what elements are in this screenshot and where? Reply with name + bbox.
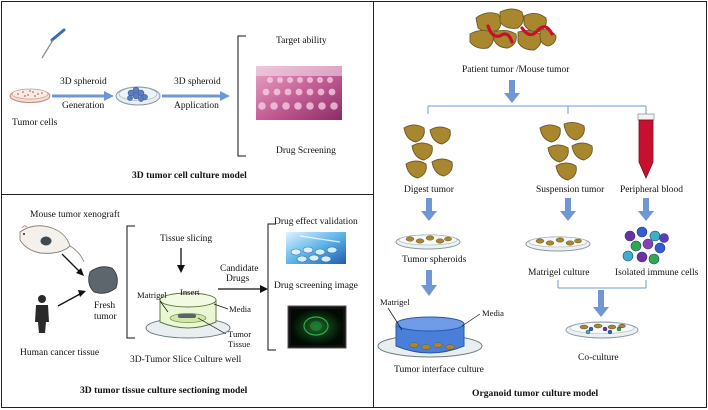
- matrigel-label-b: Matrigel: [137, 290, 167, 300]
- interface-culture-well-icon: [377, 316, 483, 358]
- matrigel-culture-label: Matrigel culture: [528, 268, 589, 278]
- peripheral-blood-label: Peripheral blood: [620, 185, 683, 195]
- bracket-b-left: [126, 225, 135, 339]
- panel-a-title: 3D tumor cell culture model: [132, 170, 247, 181]
- branch-lines: [427, 105, 647, 114]
- panel-c-border: [373, 1, 707, 408]
- digest-tumor-icon: [403, 124, 453, 179]
- well-label: 3D-Tumor Slice Culture well: [130, 355, 242, 365]
- screen-image: [287, 305, 347, 349]
- slicing-arrow: [177, 248, 185, 273]
- target-ability-label: Target ability: [276, 36, 327, 46]
- generation-label-line1: 3D spheroid: [60, 77, 107, 87]
- suspension-tumor-icon: [539, 121, 593, 181]
- tumor-spheroids-label: Tumor spheroids: [402, 255, 467, 265]
- tumor-cells-label: Tumor cells: [12, 118, 58, 128]
- tumor-cell-dish-icon: [9, 88, 51, 103]
- panel-b-title: 3D tumor tissue culture sectioning model: [80, 385, 248, 396]
- spheroid-generation-arrow: [52, 91, 114, 101]
- tumor-tissue-label-line2: Tissue: [228, 339, 250, 349]
- candidate-drugs-arrow: [218, 285, 268, 293]
- suspension-tumor-label: Suspension tumor: [536, 185, 605, 195]
- mouse-to-tumor-arrow: [61, 253, 84, 276]
- candidate-label-line1: Candidate: [220, 264, 259, 274]
- spheroid-dish-icon: [115, 86, 161, 106]
- suspension-down-arrow: [560, 198, 576, 221]
- generation-label-line2: Generation: [62, 101, 104, 111]
- tissue-slicing-label: Tissue slicing: [160, 234, 212, 244]
- panel-a: Tumor cells 3D spheroid Generation 3D sp…: [9, 28, 342, 181]
- drug-screening-label: Drug Screening: [276, 146, 336, 156]
- coculture-down-arrow: [593, 290, 609, 317]
- digest-down-arrow: [421, 198, 437, 221]
- bracket-a: [237, 35, 246, 157]
- panel-c: Patient tumor /Mouse tumor Digest tumor: [377, 8, 699, 399]
- panel-c-title: Organoid tumor culture model: [472, 388, 599, 399]
- patient-down-arrow: [504, 80, 520, 103]
- insert-label: Insert: [180, 287, 200, 297]
- fresh-label-line1: Fresh: [94, 301, 115, 311]
- matrigel-culture-dish-icon: [525, 236, 591, 252]
- blood-down-arrow: [638, 198, 654, 221]
- matrigel-pointer-b: [159, 300, 169, 313]
- media-pointer-b: [213, 303, 229, 310]
- patient-tumor-label: Patient tumor /Mouse tumor: [462, 65, 570, 75]
- patient-tumor-icon: [469, 8, 557, 51]
- human-to-tumor-arrow: [57, 290, 86, 307]
- spheroid-application-arrow: [162, 91, 230, 101]
- microplate-image: [256, 66, 342, 120]
- media-pointer-c: [461, 313, 481, 327]
- candidate-label-line2: Drugs: [226, 274, 250, 284]
- isolated-immune-label: Isolated immune cells: [615, 268, 699, 278]
- merge-lines: [557, 280, 647, 289]
- tumor-tissue-label-line1: Tumor: [228, 329, 251, 339]
- media-label-c: Media: [482, 308, 504, 318]
- coculture-dish-icon: [565, 321, 639, 339]
- matrigel-pointer-c: [387, 307, 403, 331]
- spheroids-down-arrow: [421, 270, 437, 296]
- blood-tube-icon: [637, 113, 655, 179]
- fresh-label-line2: tumor: [94, 312, 118, 322]
- application-label-line1: 3D spheroid: [174, 77, 221, 87]
- co-culture-label: Co-culture: [578, 353, 619, 363]
- tissue-pointer-b: [197, 317, 227, 335]
- immune-cells-icon: [622, 226, 669, 265]
- fresh-tumor-icon: [88, 266, 118, 294]
- interface-culture-label: Tumor interface culture: [394, 364, 484, 375]
- human-tissue-label: Human cancer tissue: [20, 348, 99, 358]
- application-label-line2: Application: [174, 101, 219, 111]
- matrigel-label-c: Matrigel: [380, 297, 410, 307]
- panel-b: Mouse tumor xenograft Fresh tumor Human …: [19, 209, 358, 396]
- mouse-xenograft-label: Mouse tumor xenograft: [30, 209, 120, 220]
- media-label-b: Media: [229, 304, 251, 314]
- drug-image-label: Drug screening image: [274, 281, 358, 291]
- digest-tumor-label: Digest tumor: [404, 185, 455, 195]
- mouse-icon: [19, 225, 85, 263]
- pipette-icon: [41, 28, 66, 59]
- human-icon: [35, 295, 49, 333]
- vials-image: [286, 232, 346, 264]
- bracket-b-right: [267, 223, 276, 351]
- drug-effect-label: Drug effect validation: [274, 216, 358, 227]
- tumor-spheroids-dish-icon: [395, 234, 461, 250]
- culture-well-icon: [145, 292, 231, 339]
